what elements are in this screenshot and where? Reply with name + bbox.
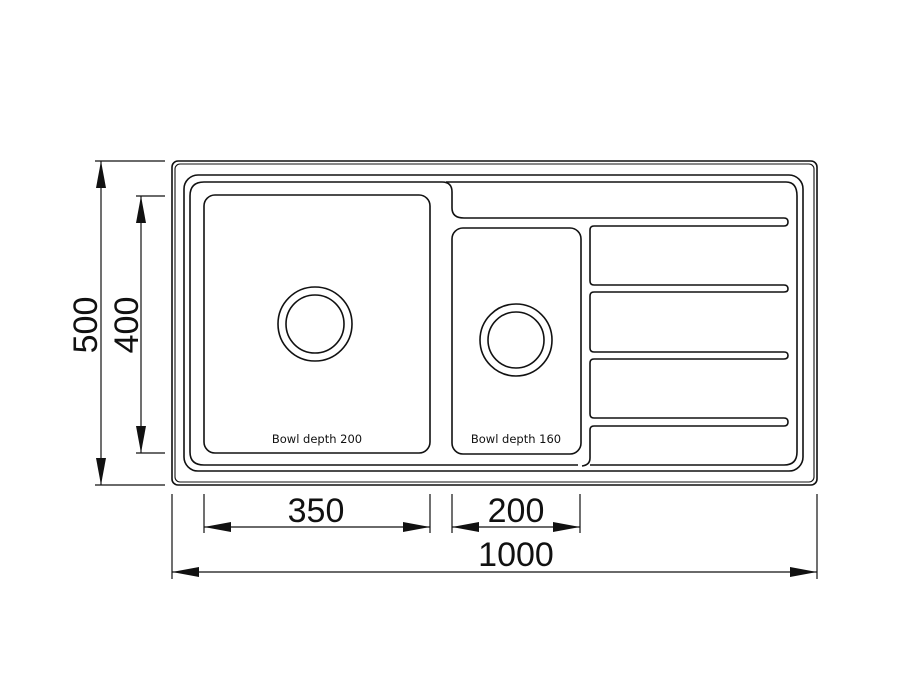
- dimension-overall-height: 500: [67, 160, 165, 486]
- large-bowl-drain-outer: [277, 286, 353, 362]
- sink-outer-edge: [171, 160, 818, 486]
- small-bowl: [451, 227, 582, 455]
- dimension-bowl-height: 400: [108, 195, 165, 454]
- dimension-small-bowl-width: 200: [451, 492, 581, 533]
- large-bowl-drain-inner: [285, 294, 345, 354]
- large-bowl: [203, 194, 431, 454]
- small-bowl-depth-label: Bowl depth 160: [471, 432, 561, 446]
- dimension-overall-width: 1000: [171, 494, 818, 579]
- sink-rim-inner: [189, 181, 798, 466]
- svg-text:200: 200: [488, 492, 545, 530]
- sink-outer-edge-inner: [174, 163, 815, 483]
- small-bowl-drain-inner: [487, 311, 545, 369]
- svg-text:500: 500: [67, 297, 105, 354]
- small-bowl-drain-outer: [479, 303, 553, 377]
- svg-text:1000: 1000: [478, 536, 554, 574]
- svg-text:350: 350: [288, 492, 345, 530]
- dimension-large-bowl-width: 350: [203, 492, 431, 533]
- sink-rim: [183, 174, 804, 472]
- drainer-step: [441, 181, 789, 467]
- svg-text:400: 400: [108, 297, 146, 354]
- large-bowl-depth-label: Bowl depth 200: [272, 432, 362, 446]
